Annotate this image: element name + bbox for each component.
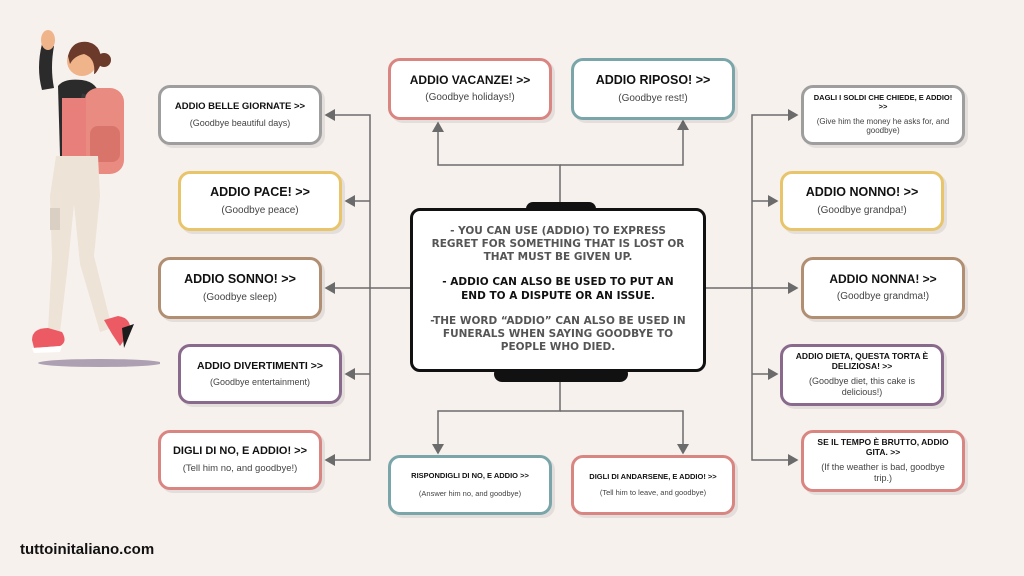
box-addio-sonno: ADDIO SONNO! >> (Goodbye sleep) bbox=[158, 257, 322, 319]
explanation-3: -THE WORD “ADDIO” CAN ALSO BE USED IN FU… bbox=[430, 314, 686, 353]
box-addio-belle-giornate: ADDIO BELLE GIORNATE >> (Goodbye beautif… bbox=[158, 85, 322, 145]
center-explanation-box: - YOU CAN USE (ADDIO) TO EXPRESS REGRET … bbox=[410, 208, 706, 372]
box-subtitle: (Goodbye holidays!) bbox=[425, 92, 515, 104]
waving-woman-illustration bbox=[32, 30, 160, 367]
box-title: ADDIO VACANZE! >> bbox=[409, 72, 531, 87]
box-subtitle: (Goodbye peace) bbox=[221, 204, 299, 216]
box-title: ADDIO RIPOSO! >> bbox=[595, 73, 711, 88]
brand-text: tuttoinitaliano.com bbox=[20, 541, 155, 558]
box-subtitle: (Goodbye grandpa!) bbox=[817, 204, 907, 216]
box-title: RISPONDIGLI DI NO, E ADDIO >> bbox=[411, 470, 529, 480]
box-digli-di-andarsene: DIGLI DI ANDARSENE, E ADDIO! >> (Tell hi… bbox=[571, 455, 735, 515]
box-addio-divertimenti: ADDIO DIVERTIMENTI >> (Goodbye entertain… bbox=[178, 344, 342, 404]
box-digli-di-no: DIGLI DI NO, E ADDIO! >> (Tell him no, a… bbox=[158, 430, 322, 490]
box-dagli-i-soldi: DAGLI I SOLDI CHE CHIEDE, E ADDIO! >> (G… bbox=[801, 85, 965, 145]
explanation-2: - ADDIO CAN ALSO BE USED TO PUT AN END T… bbox=[442, 276, 674, 302]
box-subtitle: (Answer him no, and goodbye) bbox=[418, 489, 522, 499]
box-subtitle: (Tell him no, and goodbye!) bbox=[182, 463, 298, 475]
box-addio-nonno: ADDIO NONNO! >> (Goodbye grandpa!) bbox=[780, 171, 944, 231]
box-subtitle: (Goodbye entertainment) bbox=[209, 377, 311, 388]
box-title: DIGLI DI ANDARSENE, E ADDIO! >> bbox=[589, 472, 717, 482]
box-subtitle: (Tell him to leave, and goodbye) bbox=[599, 487, 707, 497]
box-title: ADDIO PACE! >> bbox=[210, 185, 310, 200]
box-title: ADDIO DIVERTIMENTI >> bbox=[196, 360, 323, 373]
box-se-il-tempo: SE IL TEMPO È BRUTTO, ADDIO GITA. >> (If… bbox=[801, 430, 965, 492]
box-rispondigli-di-no: RISPONDIGLI DI NO, E ADDIO >> (Answer hi… bbox=[388, 455, 552, 515]
box-title: ADDIO SONNO! >> bbox=[184, 272, 296, 287]
box-subtitle: (Goodbye grandma!) bbox=[836, 291, 930, 303]
box-title: ADDIO BELLE GIORNATE >> bbox=[174, 100, 306, 112]
box-title: ADDIO DIETA, QUESTA TORTA È DELIZIOSA! >… bbox=[795, 350, 929, 371]
box-subtitle: (Goodbye beautiful days) bbox=[189, 117, 291, 128]
box-title: ADDIO NONNO! >> bbox=[805, 185, 919, 200]
box-title: DIGLI DI NO, E ADDIO! >> bbox=[172, 445, 308, 458]
box-addio-riposo: ADDIO RIPOSO! >> (Goodbye rest!) bbox=[571, 58, 735, 120]
box-addio-pace: ADDIO PACE! >> (Goodbye peace) bbox=[178, 171, 342, 231]
box-addio-dieta: ADDIO DIETA, QUESTA TORTA È DELIZIOSA! >… bbox=[780, 344, 944, 406]
box-subtitle: (Goodbye rest!) bbox=[618, 92, 688, 104]
box-title: DAGLI I SOLDI CHE CHIEDE, E ADDIO! >> bbox=[813, 93, 953, 111]
box-addio-vacanze: ADDIO VACANZE! >> (Goodbye holidays!) bbox=[388, 58, 552, 120]
explanation-1: - YOU CAN USE (ADDIO) TO EXPRESS REGRET … bbox=[431, 225, 685, 264]
box-subtitle: (Goodbye sleep) bbox=[203, 291, 277, 303]
box-subtitle: (Give him the money he asks for, and goo… bbox=[816, 116, 950, 136]
box-subtitle: (If the weather is bad, goodbye trip.) bbox=[821, 462, 945, 484]
box-addio-nonna: ADDIO NONNA! >> (Goodbye grandma!) bbox=[801, 257, 965, 319]
box-subtitle: (Goodbye diet, this cake is delicious!) bbox=[808, 376, 916, 398]
box-title: SE IL TEMPO È BRUTTO, ADDIO GITA. >> bbox=[817, 436, 949, 457]
box-title: ADDIO NONNA! >> bbox=[829, 271, 937, 286]
